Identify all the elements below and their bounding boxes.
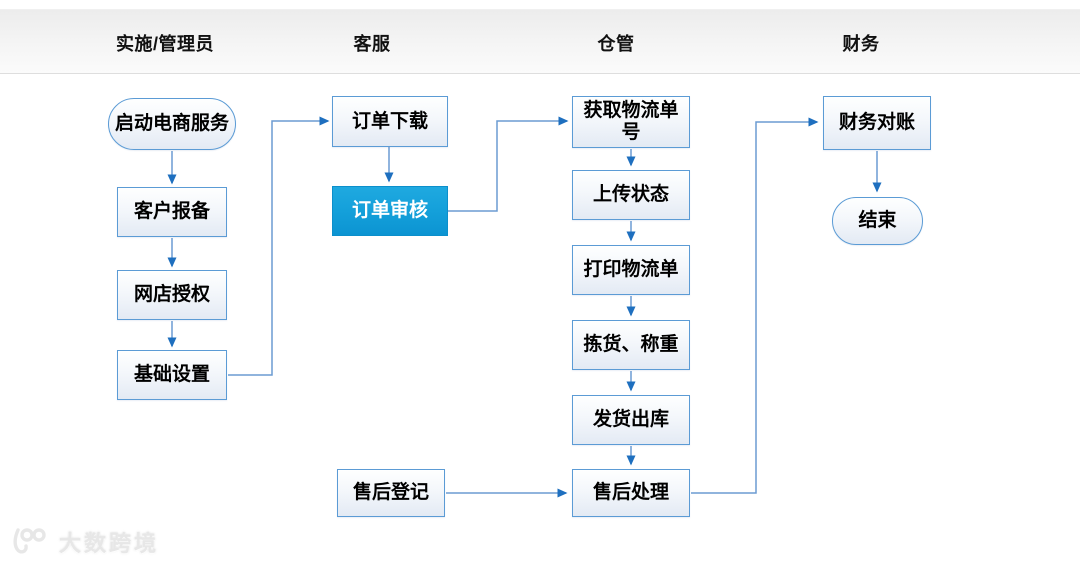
node-print-waybill: 打印物流单 [572, 245, 690, 295]
node-finance-reconciliation: 财务对账 [823, 96, 931, 150]
node-basic-setup: 基础设置 [117, 350, 227, 400]
lane-header-band [0, 9, 1080, 74]
node-get-tracking-number: 获取物流单 号 [572, 96, 690, 148]
watermark: 大数跨境 [8, 526, 159, 558]
brand-logo-icon [8, 526, 52, 558]
connector-basic-setup-to-order-download [228, 116, 330, 376]
node-aftersale-handle: 售后处理 [572, 469, 690, 517]
node-order-download: 订单下载 [332, 96, 448, 147]
node-ship-out: 发货出库 [572, 395, 690, 445]
node-aftersale-register: 售后登记 [337, 469, 445, 517]
node-start: 启动电商服务 [108, 98, 236, 150]
node-shop-authorization: 网店授权 [117, 270, 227, 320]
node-pick-and-weigh: 拣货、称重 [572, 320, 690, 370]
lane-label-customer-service: 客服 [353, 34, 391, 54]
node-end: 结束 [832, 197, 923, 245]
node-order-review: 订单审核 [332, 186, 448, 236]
connector-aftersale-handle-to-finance-reconciliation [691, 117, 819, 494]
lane-label-warehouse: 仓管 [597, 34, 635, 54]
connector-order-review-to-get-tracking-number [448, 116, 569, 212]
watermark-text: 大数跨境 [59, 531, 160, 556]
lane-label-finance: 财务 [842, 34, 880, 54]
lane-label-admin: 实施/管理员 [115, 34, 215, 54]
node-upload-status: 上传状态 [572, 170, 690, 220]
node-customer-report: 客户报备 [117, 187, 227, 237]
